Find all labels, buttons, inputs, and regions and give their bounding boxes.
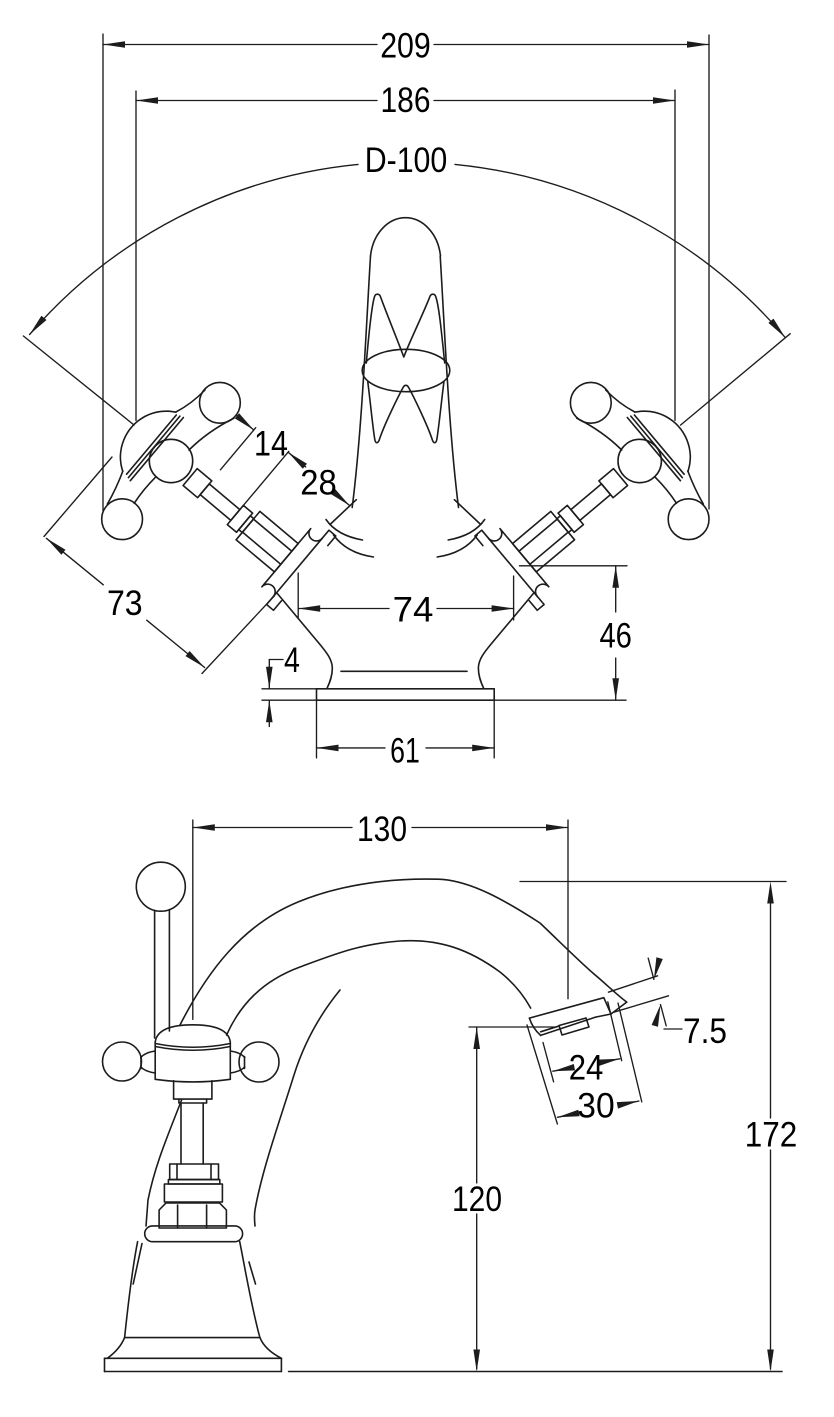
svg-text:4: 4 (284, 641, 300, 680)
svg-text:61: 61 (390, 732, 420, 771)
svg-text:28: 28 (300, 463, 337, 502)
svg-text:172: 172 (745, 1115, 798, 1154)
svg-text:D-100: D-100 (365, 141, 448, 180)
svg-text:186: 186 (381, 81, 431, 120)
svg-text:209: 209 (380, 27, 431, 66)
svg-text:7.5: 7.5 (683, 1012, 727, 1051)
svg-text:14: 14 (254, 425, 288, 464)
svg-text:120: 120 (452, 1180, 502, 1219)
svg-text:46: 46 (599, 617, 632, 656)
svg-text:130: 130 (357, 810, 407, 849)
svg-text:74: 74 (393, 590, 434, 629)
svg-text:24: 24 (569, 1049, 604, 1088)
svg-text:30: 30 (577, 1087, 614, 1126)
svg-text:73: 73 (107, 584, 143, 623)
